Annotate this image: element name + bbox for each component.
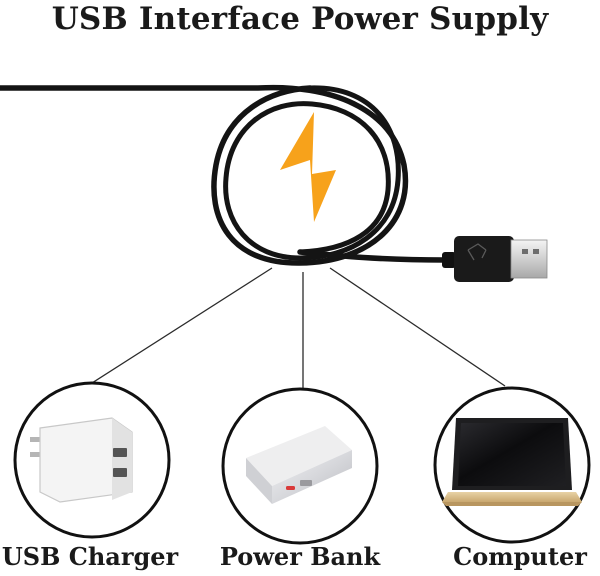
diagram-title: USB Interface Power Supply [51, 1, 549, 37]
usb-charger-label: USB Charger [1, 542, 179, 571]
usb-charger-icon [30, 417, 133, 503]
cable-inner-loop [223, 85, 401, 261]
connector-lines [91, 267, 506, 390]
computer-label: Computer [453, 542, 587, 571]
cable-outgoing [297, 249, 448, 263]
power-bank-label: Power Bank [219, 542, 381, 571]
line-to-computer [329, 267, 506, 387]
laptop-icon [442, 418, 582, 506]
power-bank-icon [246, 426, 352, 504]
cable-incoming [0, 84, 409, 266]
lightning-bolt-icon [280, 112, 336, 222]
line-to-charger [91, 267, 273, 384]
usb-connector-icon [442, 236, 548, 282]
usb-cable [0, 84, 448, 266]
